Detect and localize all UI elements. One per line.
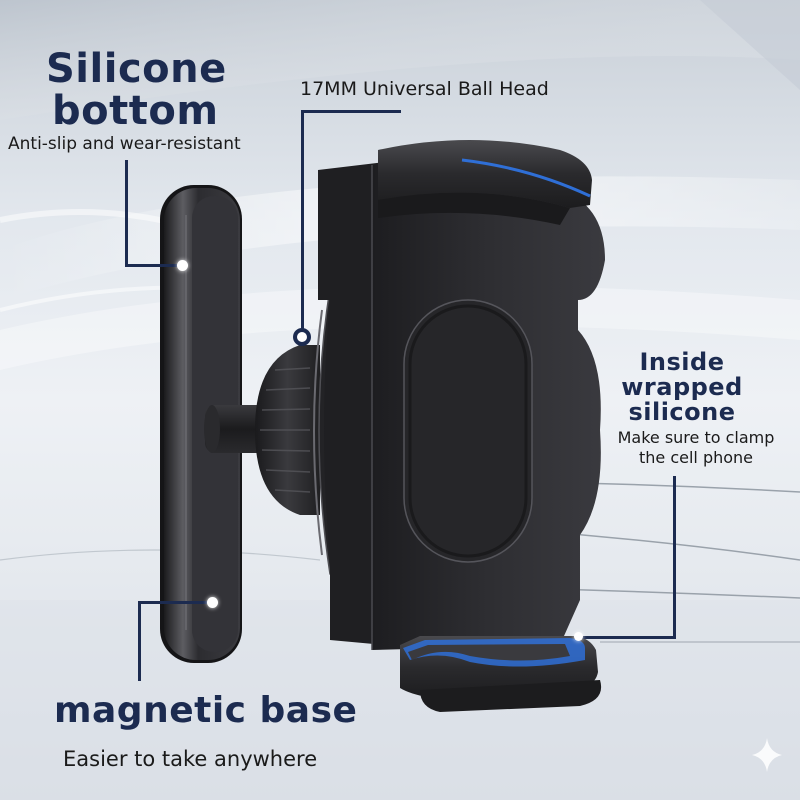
top-clamp (378, 140, 592, 225)
ball-head-title: 17MM Universal Ball Head (300, 78, 549, 100)
inside-wrapped-leader-horizontal (580, 636, 676, 639)
magnetic-base-leader-vertical (138, 601, 141, 681)
silicone-bottom-leader-horizontal (125, 264, 180, 267)
sparkle-icon (752, 738, 782, 772)
silicone-bottom-title: Silicone bottom (46, 48, 227, 132)
inside-wrapped-title-line1: Inside wrapped (621, 348, 743, 402)
bottom-clamp (400, 636, 602, 712)
inside-wrapped-title: Inside wrapped silicone (576, 348, 788, 427)
silicone-strip-top (461, 158, 591, 198)
magnetic-base-title: magnetic base (54, 690, 358, 731)
inside-wrapped-subtitle: Make sure to clamp the cell phone (596, 428, 796, 468)
ball-head-marker (293, 328, 311, 346)
silicone-bottom-subtitle: Anti-slip and wear-resistant (8, 134, 241, 154)
magnetic-base-marker (207, 597, 218, 608)
magnetic-base-leader-horizontal (138, 601, 210, 604)
silicone-bottom-marker (177, 260, 188, 271)
silicone-bottom-title-line1: Silicone (46, 46, 227, 92)
ball-head-leader-horizontal (301, 110, 401, 113)
holder-body (318, 162, 605, 650)
inside-wrapped-title-line2: silicone (628, 398, 736, 427)
inside-wrapped-leader-vertical (673, 476, 676, 638)
inside-wrapped-marker (574, 632, 583, 641)
adjustment-knob (255, 345, 320, 515)
ball-head-leader-vertical (301, 110, 304, 335)
magnetic-base-subtitle: Easier to take anywhere (63, 747, 318, 771)
inside-wrapped-subtitle-line2: the cell phone (638, 448, 754, 467)
silicone-bottom-leader-vertical (125, 160, 128, 266)
inside-wrapped-subtitle-line1: Make sure to clamp (617, 428, 775, 447)
silicone-bottom-title-line2: bottom (52, 88, 219, 134)
